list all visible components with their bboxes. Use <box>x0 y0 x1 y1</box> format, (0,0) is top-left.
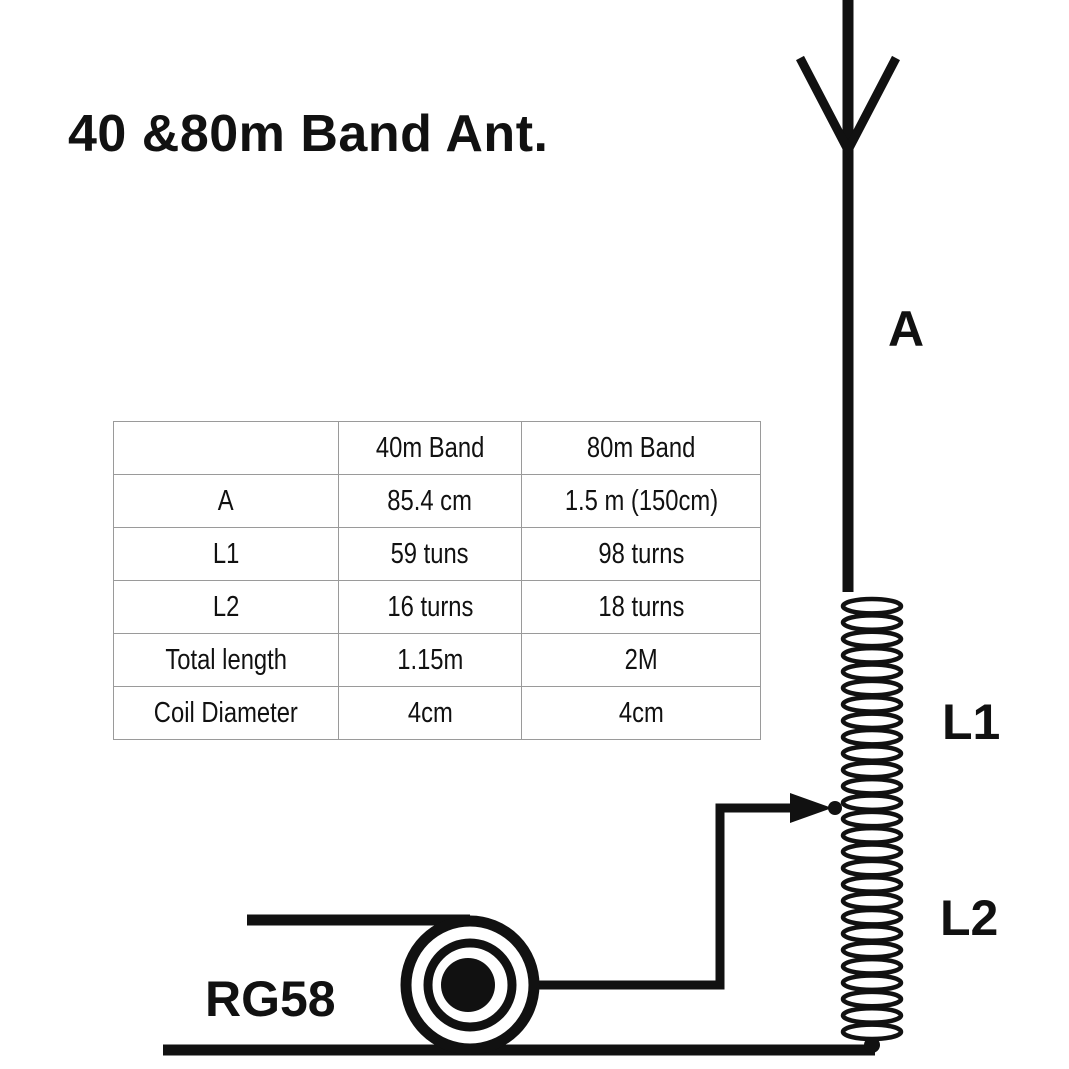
coil-turn <box>840 678 904 698</box>
coil-turn <box>840 793 904 813</box>
table-cell: 4cm <box>338 686 522 740</box>
table-row: Coil Diameter 4cm 4cm <box>113 686 761 740</box>
table-cell <box>113 421 339 475</box>
table-row: L2 16 turns 18 turns <box>113 580 761 634</box>
table-cell: 1.5 m (150cm) <box>521 474 761 528</box>
coil-turn <box>840 645 904 665</box>
table-cell: 59 tuns <box>338 527 522 581</box>
antenna-symbol <box>796 55 900 160</box>
coil-turn <box>840 760 904 780</box>
label-l2: L2 <box>940 890 999 946</box>
table-cell: 4cm <box>521 686 761 740</box>
label-rg58: RG58 <box>205 971 336 1027</box>
coil-turn <box>840 825 904 845</box>
coil-turn <box>840 809 904 829</box>
table-cell: Total length <box>113 633 339 687</box>
coil-turn <box>840 613 904 632</box>
table-cell: L2 <box>113 580 339 634</box>
table-row: A 85.4 cm 1.5 m (150cm) <box>113 474 761 528</box>
tap-point <box>828 801 842 815</box>
ground-point <box>864 1037 880 1053</box>
spec-table: 40m Band 80m Band A 85.4 cm 1.5 m (150cm… <box>113 421 761 740</box>
coil-turn <box>840 629 904 649</box>
loading-coil <box>840 596 904 1042</box>
coil-turn <box>840 1006 904 1025</box>
coil-turn <box>840 727 904 747</box>
table-cell: 18 turns <box>521 580 761 634</box>
coil-turn <box>840 858 904 878</box>
table-cell: 2M <box>521 633 761 687</box>
label-l1: L1 <box>942 694 1001 750</box>
table-cell: 85.4 cm <box>338 474 522 528</box>
coil-turn <box>840 875 904 894</box>
table-row: Total length 1.15m 2M <box>113 633 761 687</box>
coil-turn <box>840 989 904 1009</box>
table-cell: 1.15m <box>338 633 522 687</box>
tap-arrow-head <box>790 793 832 823</box>
diagram-title: 40 &80m Band Ant. <box>68 105 549 163</box>
table-header-80m: 80m Band <box>521 421 761 475</box>
coil-turn <box>840 907 904 927</box>
table-cell: 16 turns <box>338 580 522 634</box>
table-cell: Coil Diameter <box>113 686 339 740</box>
coil-turn <box>840 776 904 796</box>
table-cell: L1 <box>113 527 339 581</box>
coil-turn <box>840 744 904 763</box>
coil-turn <box>840 1022 904 1042</box>
table-cell: 98 turns <box>521 527 761 581</box>
coil-turn <box>840 924 904 944</box>
table-cell: A <box>113 474 339 528</box>
table-row: L1 59 tuns 98 turns <box>113 527 761 581</box>
coil-turn <box>840 596 904 616</box>
coil-turn <box>840 842 904 862</box>
tap-feed-line <box>528 803 798 990</box>
coil-turn <box>840 694 904 714</box>
label-a: A <box>888 301 925 357</box>
coil-turn <box>840 891 904 911</box>
coil-turn <box>840 662 904 682</box>
coil-turn <box>840 973 904 993</box>
coil-turn <box>840 711 904 731</box>
table-header-40m: 40m Band <box>338 421 522 475</box>
coil-turn <box>840 940 904 960</box>
coil-turn <box>840 956 904 976</box>
table-header-row: 40m Band 80m Band <box>113 421 761 475</box>
coax-center-conductor <box>441 958 495 1012</box>
